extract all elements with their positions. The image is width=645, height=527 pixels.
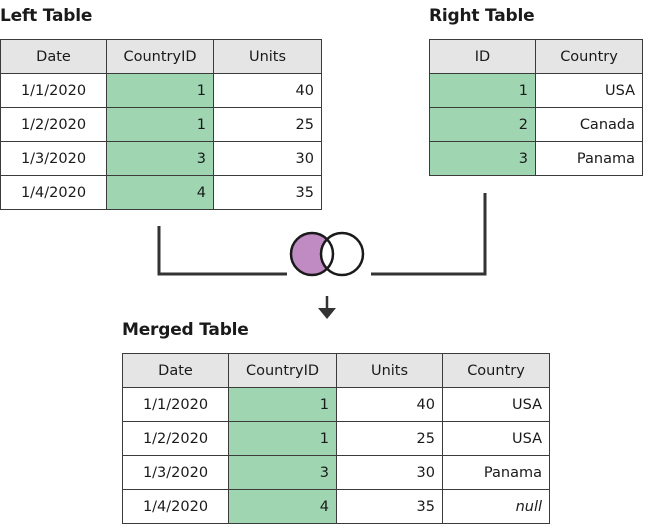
country-id-cell: 1 bbox=[106, 73, 214, 108]
country-id-cell: 1 bbox=[228, 387, 337, 422]
column-header: CountryID bbox=[228, 353, 337, 388]
units-cell: 25 bbox=[213, 107, 322, 142]
country-id-cell: 3 bbox=[106, 141, 214, 176]
left-table: Date CountryID Units 1/1/2020 1 40 1/2/2… bbox=[0, 39, 322, 210]
id-cell: 3 bbox=[429, 141, 536, 176]
table-row: 1/2/2020 1 25 USA bbox=[122, 421, 550, 456]
country-cell: USA bbox=[442, 387, 550, 422]
right-table: ID Country 1 USA 2 Canada 3 Panama bbox=[429, 39, 643, 176]
column-header: Country bbox=[442, 353, 550, 388]
table-row: 1/1/2020 1 40 USA bbox=[122, 387, 550, 422]
left-connector-line bbox=[157, 226, 287, 276]
units-cell: 25 bbox=[336, 421, 443, 456]
table-row: 1 USA bbox=[429, 73, 643, 108]
table-header-row: Date CountryID Units bbox=[0, 39, 322, 74]
country-id-cell: 4 bbox=[106, 175, 214, 210]
right-table-title: Right Table bbox=[429, 6, 535, 26]
country-cell: Canada bbox=[535, 107, 643, 142]
column-header: Units bbox=[213, 39, 322, 74]
id-cell: 1 bbox=[429, 73, 536, 108]
column-header: ID bbox=[429, 39, 536, 74]
table-header-row: ID Country bbox=[429, 39, 643, 74]
units-cell: 35 bbox=[336, 489, 443, 524]
id-cell: 2 bbox=[429, 107, 536, 142]
table-header-row: Date CountryID Units Country bbox=[122, 353, 550, 388]
table-row: 1/4/2020 4 35 null bbox=[122, 489, 550, 524]
column-header: CountryID bbox=[106, 39, 214, 74]
table-row: 1/3/2020 3 30 bbox=[0, 141, 322, 176]
date-cell: 1/2/2020 bbox=[122, 421, 229, 456]
table-row: 1/3/2020 3 30 Panama bbox=[122, 455, 550, 490]
merged-table-title: Merged Table bbox=[122, 320, 249, 340]
country-id-cell: 3 bbox=[228, 455, 337, 490]
country-id-cell: 4 bbox=[228, 489, 337, 524]
table-row: 1/2/2020 1 25 bbox=[0, 107, 322, 142]
date-cell: 1/4/2020 bbox=[122, 489, 229, 524]
right-connector-line bbox=[371, 193, 487, 276]
table-row: 3 Panama bbox=[429, 141, 643, 176]
country-id-cell: 1 bbox=[228, 421, 337, 456]
units-cell: 35 bbox=[213, 175, 322, 210]
column-header: Units bbox=[336, 353, 443, 388]
country-cell: USA bbox=[535, 73, 643, 108]
units-cell: 40 bbox=[213, 73, 322, 108]
table-row: 1/1/2020 1 40 bbox=[0, 73, 322, 108]
country-cell-null: null bbox=[442, 489, 550, 524]
date-cell: 1/1/2020 bbox=[0, 73, 107, 108]
left-outer-join-venn-icon bbox=[289, 231, 365, 277]
date-cell: 1/3/2020 bbox=[122, 455, 229, 490]
country-id-cell: 1 bbox=[106, 107, 214, 142]
table-row: 1/4/2020 4 35 bbox=[0, 175, 322, 210]
country-cell: Panama bbox=[442, 455, 550, 490]
column-header: Date bbox=[122, 353, 229, 388]
down-arrow-icon bbox=[318, 296, 336, 319]
date-cell: 1/1/2020 bbox=[122, 387, 229, 422]
country-cell: Panama bbox=[535, 141, 643, 176]
merged-table: Date CountryID Units Country 1/1/2020 1 … bbox=[122, 353, 550, 524]
column-header: Country bbox=[535, 39, 643, 74]
units-cell: 40 bbox=[336, 387, 443, 422]
units-cell: 30 bbox=[336, 455, 443, 490]
left-table-title: Left Table bbox=[0, 6, 93, 26]
country-cell: USA bbox=[442, 421, 550, 456]
date-cell: 1/4/2020 bbox=[0, 175, 107, 210]
date-cell: 1/2/2020 bbox=[0, 107, 107, 142]
table-row: 2 Canada bbox=[429, 107, 643, 142]
